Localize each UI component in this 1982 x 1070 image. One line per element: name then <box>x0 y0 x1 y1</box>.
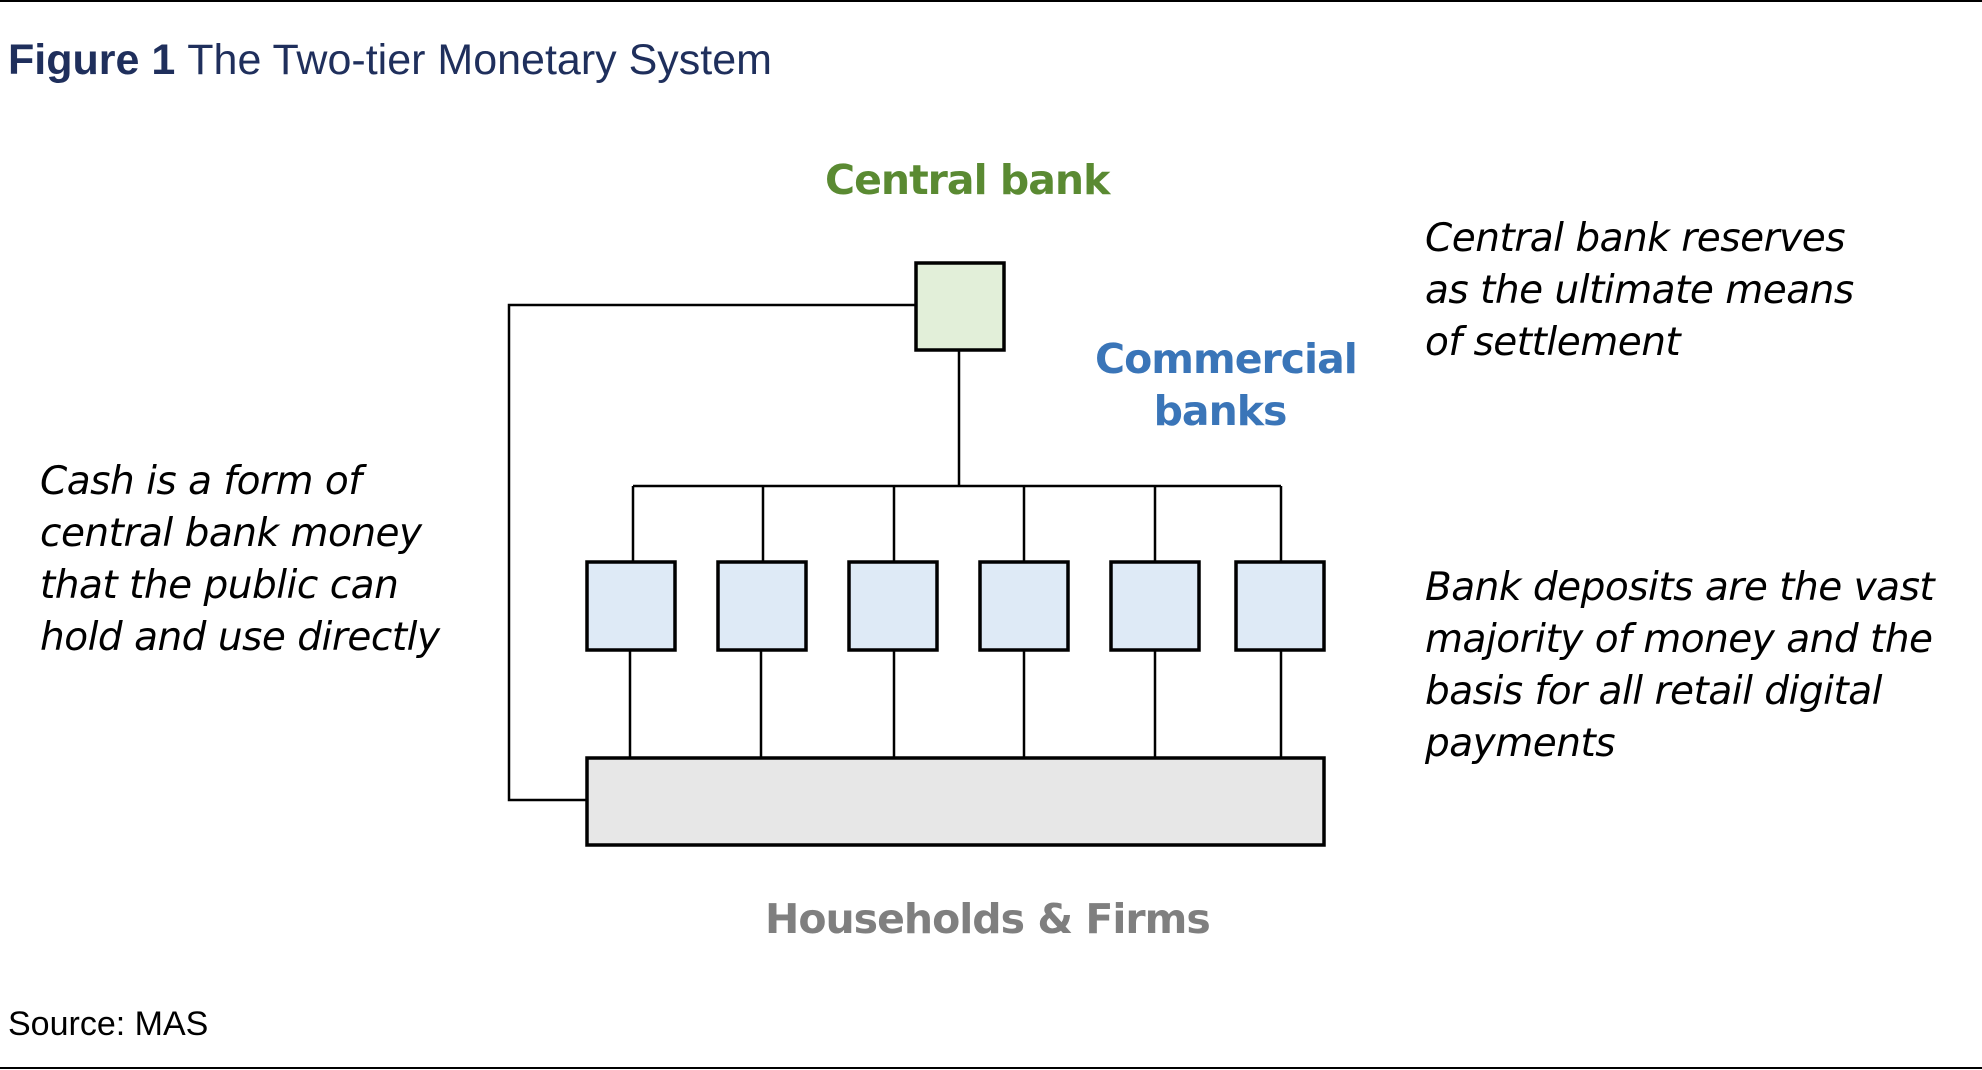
cash-connector <box>507 303 916 802</box>
deposits-note: Bank deposits are the vast majority of m… <box>1425 562 1935 770</box>
commercial-bank-box <box>978 560 1070 652</box>
figure-number: Figure 1 <box>8 36 176 84</box>
households-firms-box <box>585 756 1326 847</box>
bottom-rule <box>0 1067 1982 1069</box>
commercial-banks-label-line1: Commercial <box>1095 335 1358 383</box>
note-line: as the ultimate means <box>1425 268 1854 313</box>
note-line: of settlement <box>1425 320 1681 365</box>
note-line: Bank deposits are the vast <box>1425 565 1935 610</box>
central-bank-box <box>914 261 1006 352</box>
note-line: payments <box>1425 721 1616 766</box>
reserves-note: Central bank reserves as the ultimate me… <box>1425 213 1854 369</box>
figure-title-text: The Two-tier Monetary System <box>187 36 772 84</box>
note-line: basis for all retail digital <box>1425 669 1883 714</box>
central-bank-label: Central bank <box>825 156 1110 204</box>
commercial-bank-box <box>585 560 677 652</box>
note-line: that the public can <box>40 563 399 608</box>
connector-lines <box>507 303 1283 802</box>
note-line: hold and use directly <box>40 615 440 660</box>
cash-note: Cash is a form of central bank money tha… <box>40 456 440 664</box>
note-line: central bank money <box>40 511 422 556</box>
note-line: majority of money and the <box>1425 617 1933 662</box>
source-note: Source: MAS <box>8 1005 209 1043</box>
commercial-bank-box <box>1234 560 1326 652</box>
commercial-bank-box <box>1109 560 1201 652</box>
commercial-bank-boxes <box>585 560 1326 652</box>
top-rule <box>0 0 1982 2</box>
note-line: Cash is a form of <box>40 459 362 504</box>
commercial-bank-box <box>847 560 939 652</box>
commercial-banks-label-line2: banks <box>1153 387 1288 435</box>
note-line: Central bank reserves <box>1425 216 1846 261</box>
households-firms-label: Households & Firms <box>765 895 1211 943</box>
commercial-bank-box <box>716 560 808 652</box>
commercial-banks-label: Commercial banks <box>1095 333 1358 437</box>
